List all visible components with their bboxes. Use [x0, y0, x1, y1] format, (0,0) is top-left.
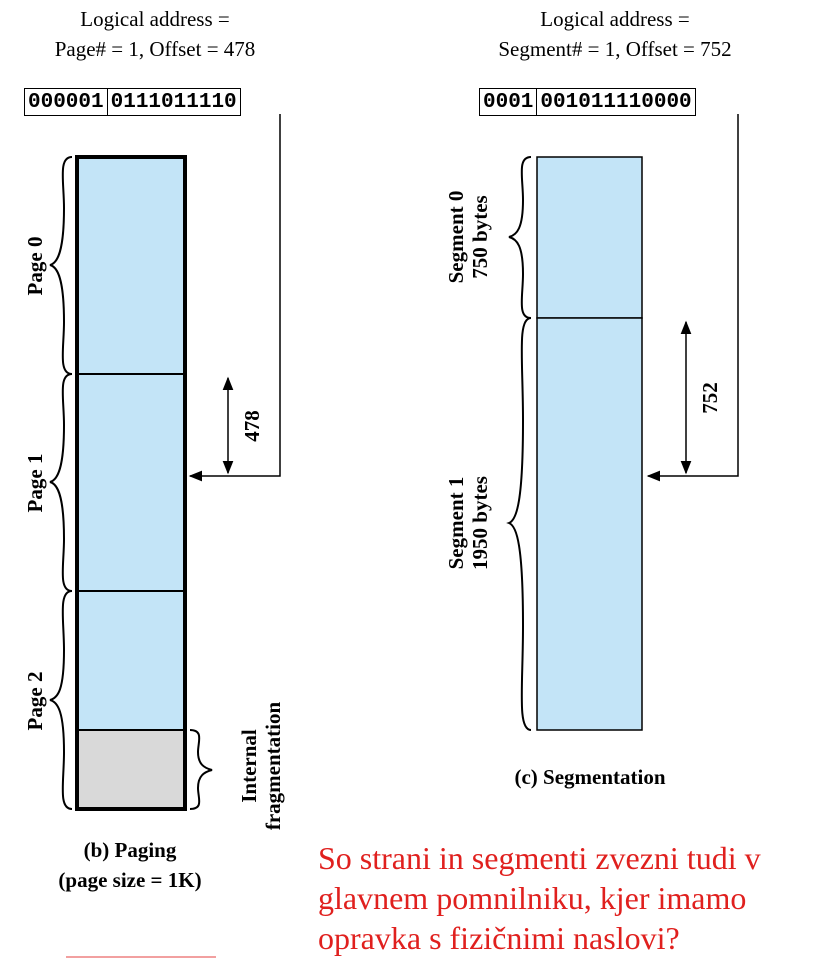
segment-1-brace: [506, 317, 532, 731]
red-underline-artifact: [66, 956, 216, 958]
segment-0-label: Segment 0 750 bytes: [444, 172, 492, 302]
page-2-frame: [76, 590, 186, 731]
page-0-brace: [49, 156, 73, 375]
fragmentation-line2: fragmentation: [261, 701, 285, 831]
segmentation-pointer-line: [646, 114, 739, 482]
question-note: So strani in segmenti zvezni tudi v glav…: [318, 838, 761, 958]
page-1-label: Page 1: [23, 453, 47, 513]
fragmentation-brace: [189, 729, 213, 810]
note-line3: opravka s fizičnimi naslovi?: [318, 920, 680, 956]
segment-offset-bits: 001011110000: [536, 89, 694, 115]
segment-1-name: Segment 1: [444, 476, 468, 570]
page-2-brace: [49, 590, 73, 810]
paging-caption: (b) Paging (page size = 1K): [20, 835, 240, 895]
fragmentation-line1: Internal: [237, 729, 261, 803]
segmentation-caption: (c) Segmentation: [514, 765, 666, 789]
segmentation-header: Logical address = Segment# = 1, Offset =…: [450, 4, 780, 64]
internal-fragmentation-area: [76, 729, 186, 810]
page-2-label: Page 2: [23, 671, 47, 731]
segmentation-header-line1: Logical address =: [540, 7, 690, 31]
note-line1: So strani in segmenti zvezni tudi v: [318, 840, 761, 876]
paging-memory-outline: [75, 155, 187, 811]
segment-number-bits: 0001: [483, 91, 534, 114]
paging-header: Logical address = Page# = 1, Offset = 47…: [20, 4, 290, 64]
note-line2: glavnem pomnilniku, kjer imamo: [318, 880, 747, 916]
segment-0-name: Segment 0: [444, 190, 468, 284]
segmentation-offset-label: 752: [698, 382, 722, 414]
page-number-bits: 000001: [28, 91, 104, 114]
paging-caption-title: (b) Paging: [83, 838, 177, 862]
page-1-frame: [76, 373, 186, 592]
paging-offset-label: 478: [240, 410, 264, 442]
segment-0-block: [536, 156, 643, 319]
page-0-frame: [76, 156, 186, 375]
paging-pointer-line: [188, 114, 281, 482]
segment-1-block: [536, 317, 643, 731]
paging-caption-subtitle: (page size = 1K): [58, 868, 202, 892]
segment-1-label: Segment 1 1950 bytes: [444, 448, 492, 598]
segment-0-size: 750 bytes: [468, 195, 492, 279]
page-offset-bits: 0111011110: [106, 89, 240, 115]
segmentation-header-line2: Segment# = 1, Offset = 752: [498, 37, 732, 61]
paging-header-line1: Logical address =: [80, 7, 230, 31]
paging-header-line2: Page# = 1, Offset = 478: [54, 37, 256, 61]
internal-fragmentation-label: Internal fragmentation: [237, 681, 285, 851]
segment-1-size: 1950 bytes: [468, 476, 492, 570]
page-1-brace: [49, 373, 73, 592]
segment-0-brace: [508, 156, 532, 319]
paging-address-box: 000001 0111011110: [24, 88, 241, 116]
segmentation-address-box: 0001 001011110000: [479, 88, 696, 116]
page-0-label: Page 0: [23, 236, 47, 296]
